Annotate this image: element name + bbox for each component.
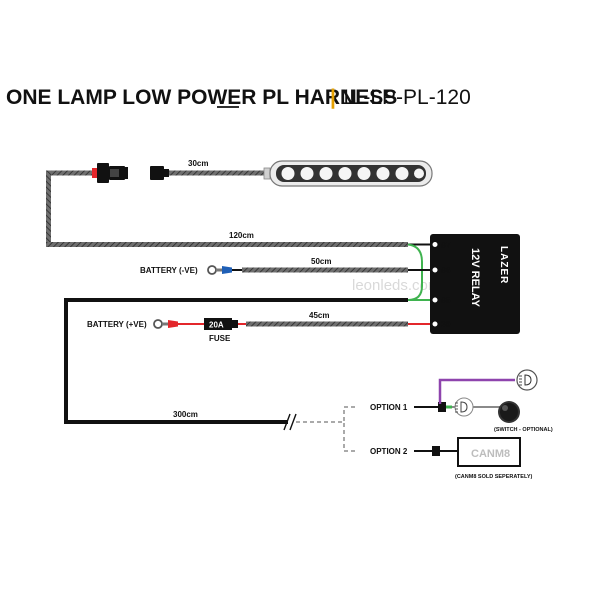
relay-brand: LAZER	[498, 246, 509, 284]
ring-terminal-icon	[153, 319, 178, 329]
relay-pin-87: 87	[441, 240, 451, 250]
diagram-code: 1L-LP-PL-120	[340, 86, 471, 109]
fuse-holder-icon	[204, 318, 238, 330]
purple-wire	[438, 378, 515, 404]
connector-plug-icon	[92, 163, 128, 183]
break-mark	[289, 413, 297, 431]
watermark: leonleds.com	[352, 277, 440, 294]
canm8-label: CANM8	[471, 448, 510, 460]
lamp-lead-cable	[169, 170, 264, 176]
option1-dashed-line	[296, 406, 356, 423]
negative-lead-cable	[242, 267, 408, 273]
relay-label: 12V RELAY	[469, 248, 481, 308]
lamp-lead-length: 30cm	[188, 159, 208, 168]
canm8-note: (CANM8 SOLD SEPERATELY)	[455, 474, 532, 480]
battery-negative-label: BATTERY (-VE)	[140, 266, 198, 275]
ring-terminal-icon	[207, 265, 232, 275]
relay-pin-85: 85	[441, 295, 451, 305]
relay-pin-86: 86	[441, 265, 451, 275]
option2-label: OPTION 2	[370, 447, 408, 456]
positive-lead-length: 45cm	[309, 311, 329, 320]
diagram-title: ONE LAMP LOW POWER PL HARNESS	[6, 86, 397, 109]
fuse-label: FUSE	[209, 334, 231, 343]
option2-dashed-line	[296, 421, 356, 452]
positive-lead-cable	[246, 321, 408, 327]
relay-block	[430, 234, 520, 334]
negative-lead-length: 50cm	[311, 257, 331, 266]
switch-note: (SWITCH - OPTIONAL)	[494, 427, 553, 433]
main-lead-top	[46, 170, 92, 176]
option1-connector	[438, 402, 446, 412]
green-link-wire	[407, 243, 430, 301]
canm8-box	[457, 437, 521, 467]
main-lead-vertical	[46, 170, 51, 247]
relay-pin-30: 30	[441, 319, 451, 329]
connector-socket-icon	[150, 166, 169, 180]
main-lead-bottom	[46, 242, 408, 247]
option2-connector	[432, 446, 440, 456]
main-lead-length: 120cm	[229, 231, 254, 240]
title-separator: |	[330, 86, 336, 109]
light-bar-icon	[263, 160, 433, 187]
switch-button-icon	[498, 401, 520, 423]
battery-positive-label: BATTERY (+VE)	[87, 320, 147, 329]
option1-label: OPTION 1	[370, 403, 408, 412]
fuse-rating: 20A	[209, 321, 224, 330]
break-mark	[283, 413, 291, 431]
switch-lead-length: 300cm	[173, 410, 198, 419]
headlight-icon	[454, 397, 474, 417]
headlight-icon	[516, 369, 538, 391]
